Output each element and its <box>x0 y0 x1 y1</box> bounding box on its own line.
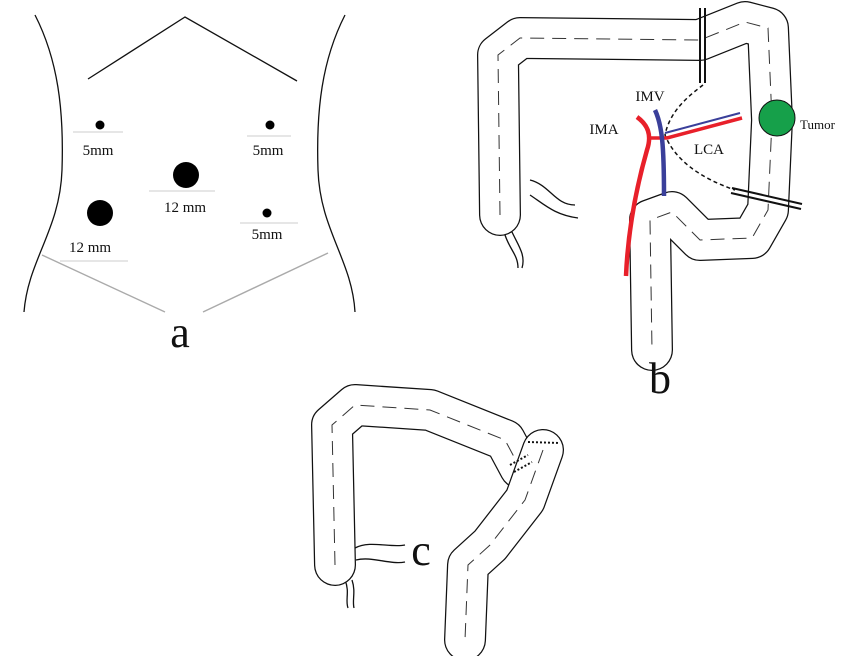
panel-a-abdomen: 5mm 5mm 12 mm 12 mm 5mm a <box>23 14 356 357</box>
appendix <box>504 231 524 269</box>
port-label: 5mm <box>252 227 283 243</box>
port-dot-5mm-lower-right <box>262 208 272 218</box>
colon-tube-proximal <box>311 384 541 586</box>
right-flank-outline <box>317 14 356 313</box>
port-label: 5mm <box>253 143 284 159</box>
stapler-proximal <box>699 8 706 83</box>
ima-artery <box>623 115 652 277</box>
inguinal-line-left <box>41 254 166 313</box>
lca-artery <box>648 116 743 140</box>
panel-b-label: b <box>649 354 671 403</box>
port-label: 12 mm <box>69 240 111 256</box>
imv-label: IMV <box>635 89 664 105</box>
port-label: 12 mm <box>164 200 206 216</box>
resection-line-dashed <box>664 84 736 191</box>
panel-c-label: c <box>411 526 431 575</box>
panel-b-colon: IMV IMA LCA Tumor b <box>477 1 836 403</box>
ileum <box>354 543 406 564</box>
port-dot-5mm-right <box>265 120 275 130</box>
panel-c-colon: c <box>311 384 564 656</box>
port-dot-12mm-left <box>87 200 113 226</box>
port-label: 5mm <box>83 143 114 159</box>
port-dot-12mm-center <box>173 162 199 188</box>
stapler-distal <box>730 187 803 210</box>
inguinal-line-right <box>202 252 329 313</box>
lca-vein <box>664 112 741 134</box>
port-dot-5mm-left <box>95 120 105 130</box>
lca-label: LCA <box>694 142 724 158</box>
tumor-label: Tumor <box>800 117 836 132</box>
left-flank-outline <box>23 14 63 313</box>
colon-tube <box>477 1 793 371</box>
costal-margin <box>87 16 298 82</box>
imv-vein <box>652 109 667 197</box>
ima-label: IMA <box>589 122 618 138</box>
panel-a-label: a <box>170 308 190 357</box>
tumor <box>758 99 796 137</box>
anastomosis-staple-line <box>509 441 561 473</box>
ileum <box>529 179 579 219</box>
colon-tube-distal <box>444 429 564 656</box>
appendix <box>344 579 355 609</box>
